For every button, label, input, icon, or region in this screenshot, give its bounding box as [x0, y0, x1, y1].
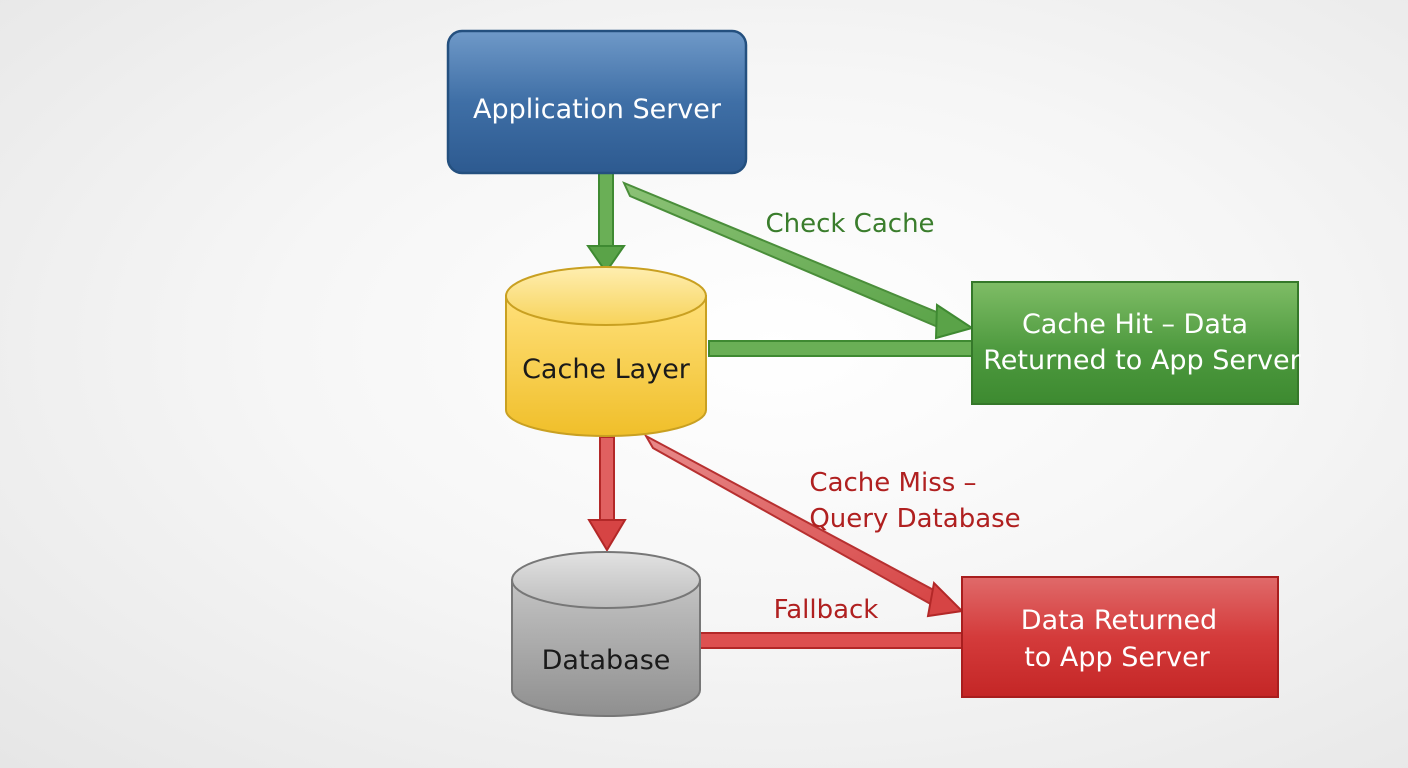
node-cache-hit: Cache Hit – Data Returned to App Server	[971, 281, 1302, 405]
connector-cache-to-hit	[708, 340, 974, 357]
cache-miss-label-line1: Cache Miss –	[809, 468, 976, 498]
cache-layer-label: Cache Layer	[522, 354, 691, 385]
data-returned-label-line2: to App Server	[1024, 642, 1210, 673]
arrow-app-to-cache	[586, 171, 626, 274]
check-cache-label: Check Cache	[765, 209, 934, 239]
arrow-cache-miss	[643, 433, 965, 618]
node-application-server: Application Server	[446, 29, 748, 175]
cache-hit-label-line1: Cache Hit – Data	[1022, 309, 1248, 340]
node-cache-layer: Cache Layer	[505, 266, 707, 437]
node-data-returned: Data Returned to App Server	[961, 576, 1279, 698]
connector-database-to-returned	[699, 632, 963, 649]
node-database: Database	[511, 551, 701, 717]
arrow-check-cache	[622, 181, 975, 340]
application-server-label: Application Server	[473, 94, 722, 125]
arrow-cache-to-database	[587, 436, 627, 552]
database-label: Database	[542, 645, 671, 676]
data-returned-label-line1: Data Returned	[1021, 605, 1217, 636]
cache-hit-label-line2: Returned to App Server	[983, 345, 1301, 376]
cache-miss-label-line2: Query Database	[809, 504, 1020, 534]
fallback-label: Fallback	[774, 595, 879, 625]
